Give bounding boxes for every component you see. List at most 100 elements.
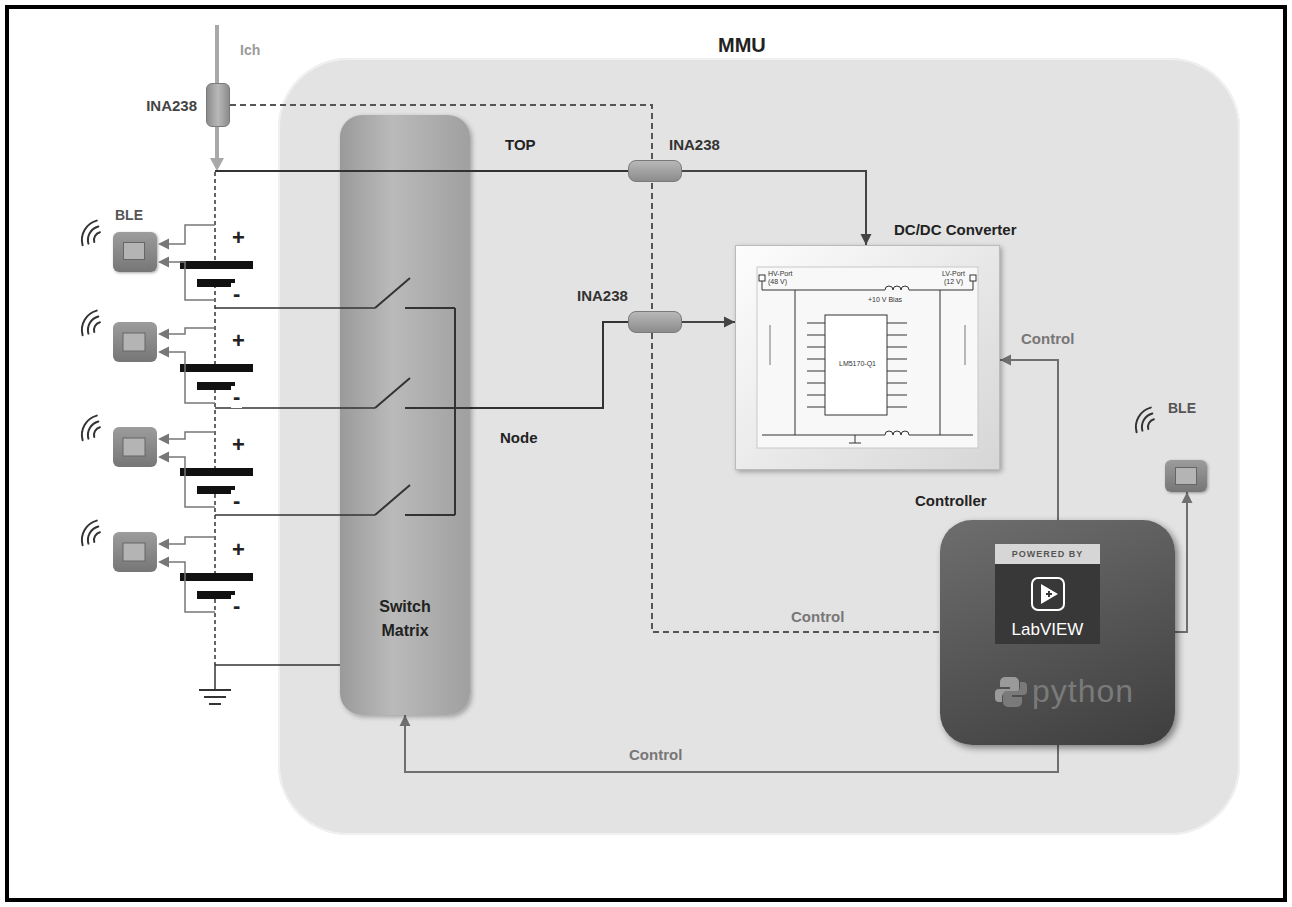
logo-text: LabVIEW (995, 620, 1100, 640)
pin (887, 407, 907, 408)
arrow-head (158, 257, 169, 268)
wireless-symbol (82, 311, 97, 336)
ic-package (825, 315, 887, 415)
ground-symbol (849, 443, 861, 444)
ble-module (113, 322, 157, 362)
labview-icon (1028, 574, 1068, 614)
polarity-sign: - (231, 595, 242, 617)
switch-blade (375, 485, 410, 515)
wire (795, 290, 796, 435)
switch-blade (375, 378, 410, 408)
schematic-panel (757, 267, 978, 448)
pin (887, 383, 907, 384)
arrow-head (158, 557, 169, 568)
pin (807, 347, 825, 348)
pin (807, 335, 825, 336)
sense-wire (160, 262, 215, 300)
current-sensor: INA238 (206, 83, 230, 127)
connector (1000, 360, 1058, 520)
part-number: LM5170-Q1 (839, 360, 876, 367)
controller-title: Controller (915, 492, 987, 510)
battery-plate-short (197, 486, 235, 494)
pin (807, 323, 825, 324)
ground-symbol (199, 689, 231, 691)
connector (682, 321, 735, 323)
rail (909, 281, 973, 290)
battery-plate-long (180, 364, 253, 372)
pin (887, 359, 907, 360)
ble-module (113, 532, 157, 572)
ble-chip (123, 333, 145, 351)
connector (470, 322, 628, 408)
arrow-head (724, 317, 735, 328)
ground-wire (215, 664, 340, 666)
arrow-head (1000, 355, 1011, 366)
cell-wire (215, 514, 375, 516)
sensor-name: INA238 (577, 287, 628, 305)
port (970, 275, 976, 281)
battery-plate-short (197, 591, 235, 599)
wireless-symbol (94, 427, 100, 437)
wireless-symbol (1136, 408, 1151, 433)
arrow-head (210, 158, 224, 171)
python-logo-half (1003, 682, 1027, 707)
outer-frame (7, 7, 1285, 900)
pin (807, 371, 825, 372)
polarity-sign: - (231, 490, 242, 512)
polarity-sign: + (230, 330, 247, 352)
ble-module: BLE (113, 232, 157, 272)
badge-text: POWERED BY (995, 544, 1100, 564)
polarity-sign: + (230, 434, 247, 456)
switch-contact (405, 514, 455, 516)
icon-plus (1048, 591, 1050, 597)
arrow-head (158, 452, 169, 463)
inductor (885, 286, 909, 290)
ble-module (113, 427, 157, 467)
wireless-symbol (82, 221, 97, 246)
wire-name: TOP (505, 137, 536, 152)
pin (807, 383, 825, 384)
pin-name: HV-Port (768, 270, 793, 277)
wireless-symbol (94, 532, 100, 542)
port (759, 275, 765, 281)
wireless-symbol (88, 316, 98, 333)
connector (230, 105, 940, 632)
pin (887, 395, 907, 396)
arrow-head (158, 347, 169, 358)
ground-wire (214, 665, 216, 690)
sensor-name: INA238 (146, 97, 197, 115)
ground-symbol (209, 703, 221, 705)
wireless-symbol (82, 521, 97, 546)
switch-matrix: Switch Matrix (340, 115, 470, 715)
pin (807, 407, 825, 408)
wireless-symbol (88, 421, 98, 438)
edge-label: Control (626, 746, 685, 764)
sense-wire (160, 457, 215, 507)
pin-name: +10 V Bias (868, 296, 902, 303)
module-name: BLE (115, 207, 143, 224)
matrix-title: Switch Matrix (340, 595, 470, 643)
python-logo (994, 675, 1028, 709)
ground-wire (855, 435, 856, 443)
pin-name: (48 V) (768, 278, 787, 285)
sense-wire (160, 352, 215, 403)
arrow-head (400, 715, 411, 726)
wireless-symbol (88, 526, 98, 543)
icon-frame (1032, 578, 1064, 610)
wireless-symbol (1148, 419, 1154, 429)
pin (887, 347, 907, 348)
mmu-panel: MMUINA238DC/DC ConverterINA238Switch Mat… (278, 58, 1240, 835)
switch-contact (405, 307, 455, 309)
arrow-head (861, 234, 872, 245)
ble-chip (123, 242, 145, 260)
switch-blade (375, 278, 410, 308)
battery-plate-long (180, 261, 253, 269)
arrow-head (158, 329, 169, 340)
edge-label: Control (1018, 330, 1077, 348)
current-label: Ich (240, 43, 260, 57)
cell-wire (215, 307, 375, 309)
wireless-symbol (94, 232, 100, 242)
arrow-head (158, 434, 169, 445)
wireless-icon (1120, 405, 1160, 445)
